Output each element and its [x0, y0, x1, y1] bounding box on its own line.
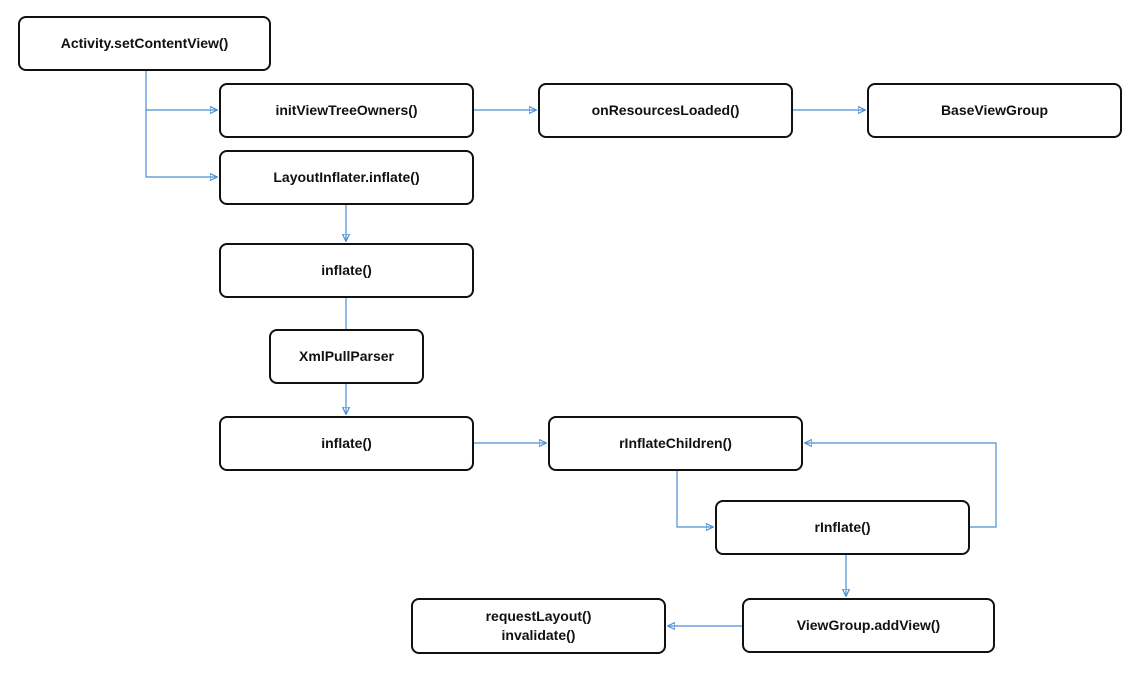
node-inflate-second: inflate() — [219, 416, 474, 471]
node-label: Activity.setContentView() — [60, 35, 229, 51]
node-onresourcesloaded: onResourcesLoaded() — [538, 83, 793, 138]
node-layoutinflater-inflate: LayoutInflater.inflate() — [219, 150, 474, 205]
edge-activity-to-layoutinflater — [145, 110, 217, 177]
edge-rinflate-loop-to-rinflatechildren — [805, 443, 997, 528]
node-label: onResourcesLoaded() — [591, 102, 740, 118]
node-label-requestlayout: requestLayout() — [485, 608, 592, 624]
node-activity-setcontentview: Activity.setContentView() — [18, 16, 271, 71]
node-label: LayoutInflater.inflate() — [273, 169, 420, 185]
node-label: inflate() — [321, 262, 372, 278]
node-label: rInflateChildren() — [619, 435, 732, 451]
node-viewgroup-addview: ViewGroup.addView() — [742, 598, 995, 653]
node-label-invalidate: invalidate() — [501, 627, 576, 643]
node-rinflatechildren: rInflateChildren() — [548, 416, 803, 471]
edge-rinflatechildren-to-rinflate — [676, 471, 713, 527]
node-label: BaseViewGroup — [940, 102, 1049, 118]
node-rinflate: rInflate() — [715, 500, 970, 555]
node-requestlayout-invalidate: requestLayout() invalidate() — [411, 598, 666, 654]
node-label: ViewGroup.addView() — [796, 617, 941, 633]
node-xmlpullparser: XmlPullParser — [269, 329, 424, 384]
node-initviewtreeowners: initViewTreeOwners() — [219, 83, 474, 138]
node-label-stack: requestLayout() invalidate() — [486, 607, 592, 645]
node-baseviewgroup: BaseViewGroup — [867, 83, 1122, 138]
node-label: initViewTreeOwners() — [275, 102, 418, 118]
node-label: rInflate() — [814, 519, 871, 535]
node-label: XmlPullParser — [299, 348, 394, 364]
edge-activity-to-initviewtreeowners — [145, 71, 217, 110]
node-inflate-first: inflate() — [219, 243, 474, 298]
node-label: inflate() — [321, 435, 372, 451]
